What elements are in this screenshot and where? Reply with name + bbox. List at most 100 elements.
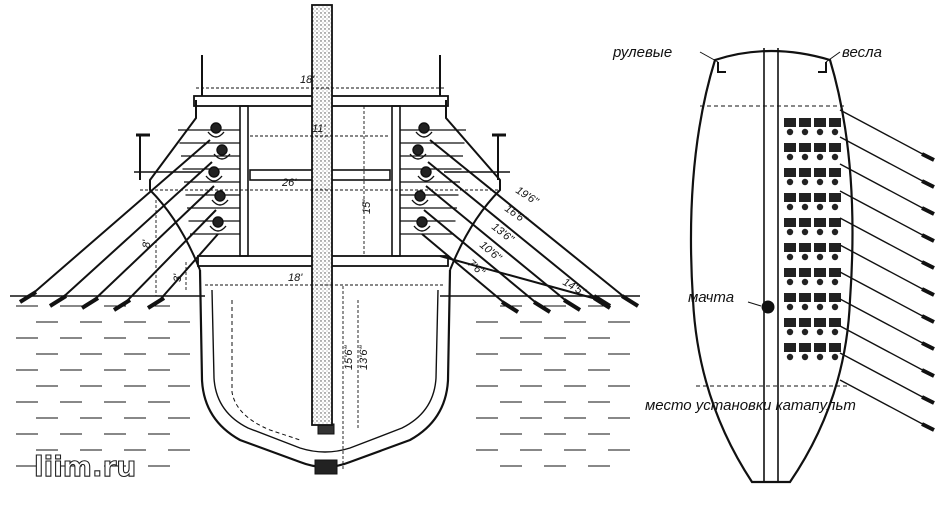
plan-rower bbox=[799, 293, 811, 302]
plan-oar-blade bbox=[921, 206, 935, 216]
watermark: liim.ru bbox=[34, 450, 136, 483]
plan-rower bbox=[784, 268, 796, 277]
plan-rower bbox=[814, 268, 826, 277]
oar-length-4: 10'6" bbox=[477, 239, 504, 265]
rower-head bbox=[416, 216, 428, 228]
plan-oar bbox=[839, 217, 931, 267]
plan-rower bbox=[814, 293, 826, 302]
plan-rower-head bbox=[816, 278, 824, 286]
rower-head bbox=[418, 122, 430, 134]
cross-section: 18' 11' 26' 18' 15' 8' 3' 15'6" 13'6" 19… bbox=[10, 4, 640, 475]
dim-small: 3' bbox=[172, 273, 184, 282]
plan-rower bbox=[829, 293, 841, 302]
rower-head bbox=[420, 166, 432, 178]
rower-head bbox=[216, 144, 228, 156]
mast bbox=[311, 4, 333, 426]
plan-rower bbox=[784, 118, 796, 127]
plan-rower-head bbox=[801, 153, 809, 161]
plan-rower bbox=[799, 268, 811, 277]
keel bbox=[314, 459, 338, 475]
plan-oar bbox=[839, 163, 931, 213]
plan-rower-head bbox=[816, 128, 824, 136]
plan-rower bbox=[784, 293, 796, 302]
plan-rower bbox=[799, 218, 811, 227]
plan-rower bbox=[799, 343, 811, 352]
plan-oar-blade bbox=[921, 422, 935, 432]
rower-body bbox=[207, 131, 225, 138]
oar bbox=[421, 233, 509, 307]
dim-hold-b: 13'6" bbox=[358, 345, 370, 370]
dim-upper: 11' bbox=[312, 123, 326, 135]
oar bbox=[59, 161, 213, 301]
oar-length-2: 16'6" bbox=[502, 203, 530, 227]
oar-blade bbox=[562, 298, 582, 312]
plan-rower-head bbox=[831, 203, 839, 211]
plan-rower-head bbox=[816, 178, 824, 186]
plan-rower-head bbox=[816, 353, 824, 361]
plan-oar-blade bbox=[921, 260, 935, 270]
oar bbox=[123, 209, 217, 305]
plan-rower-head bbox=[786, 153, 794, 161]
oar bbox=[91, 185, 215, 303]
oar bbox=[439, 255, 601, 301]
plan-rower-head bbox=[801, 128, 809, 136]
plan-rower bbox=[784, 143, 796, 152]
plan-rower bbox=[799, 243, 811, 252]
oar bbox=[423, 209, 541, 307]
plan-rower-head bbox=[786, 253, 794, 261]
plan-rower bbox=[829, 193, 841, 202]
plan-rower-head bbox=[816, 328, 824, 336]
plan-rower bbox=[784, 243, 796, 252]
plan-rower-head bbox=[831, 153, 839, 161]
plan-rower-head bbox=[831, 278, 839, 286]
oar bbox=[427, 161, 601, 303]
oar-blade bbox=[620, 294, 640, 308]
label-rudder-right: весла bbox=[842, 44, 882, 61]
plan-rower bbox=[829, 218, 841, 227]
dimension-lines bbox=[140, 87, 500, 470]
plan-rower bbox=[814, 168, 826, 177]
upper-side-right bbox=[445, 100, 501, 271]
plan-rower-head bbox=[831, 353, 839, 361]
oar-blade bbox=[80, 296, 100, 310]
hull-inner bbox=[211, 289, 439, 453]
plan-rower-head bbox=[786, 178, 794, 186]
rower-body bbox=[211, 199, 229, 206]
oar bbox=[29, 139, 211, 297]
rower-body bbox=[411, 199, 429, 206]
plan-oar-blade bbox=[921, 395, 935, 405]
plan-rower-head bbox=[786, 303, 794, 311]
plan-rower-head bbox=[801, 278, 809, 286]
oar-blade bbox=[18, 290, 38, 304]
dim-side: 8' bbox=[141, 239, 153, 248]
plan-rower-head bbox=[786, 203, 794, 211]
rower-body bbox=[205, 175, 223, 182]
plan-rower-head bbox=[801, 303, 809, 311]
plan-oar-blade bbox=[921, 179, 935, 189]
upper-side-left bbox=[149, 100, 201, 271]
plan-oar bbox=[839, 379, 931, 429]
rower-head bbox=[214, 190, 226, 202]
oar-length-1: 19'6" bbox=[513, 184, 541, 208]
plan-oar bbox=[839, 352, 931, 402]
plan-rower-head bbox=[801, 203, 809, 211]
plan-oar bbox=[839, 244, 931, 294]
rower-head bbox=[414, 190, 426, 202]
plan-rower-head bbox=[801, 253, 809, 261]
plan-rower bbox=[829, 343, 841, 352]
dim-lower: 18' bbox=[288, 272, 303, 284]
oar-blade bbox=[48, 294, 68, 308]
label-mast: мачта bbox=[688, 289, 734, 306]
rower-head bbox=[212, 216, 224, 228]
plan-rower-head bbox=[831, 253, 839, 261]
plan-rower-head bbox=[831, 228, 839, 236]
dim-tall: 15' bbox=[361, 199, 373, 214]
plan-rower bbox=[799, 143, 811, 152]
plan-rower bbox=[799, 168, 811, 177]
plan-oar bbox=[839, 325, 931, 375]
label-catapult: место установки катапульт bbox=[645, 397, 856, 414]
dim-deck-top: 18' bbox=[300, 74, 315, 86]
plan-oar bbox=[839, 136, 931, 186]
plan-rower bbox=[829, 243, 841, 252]
